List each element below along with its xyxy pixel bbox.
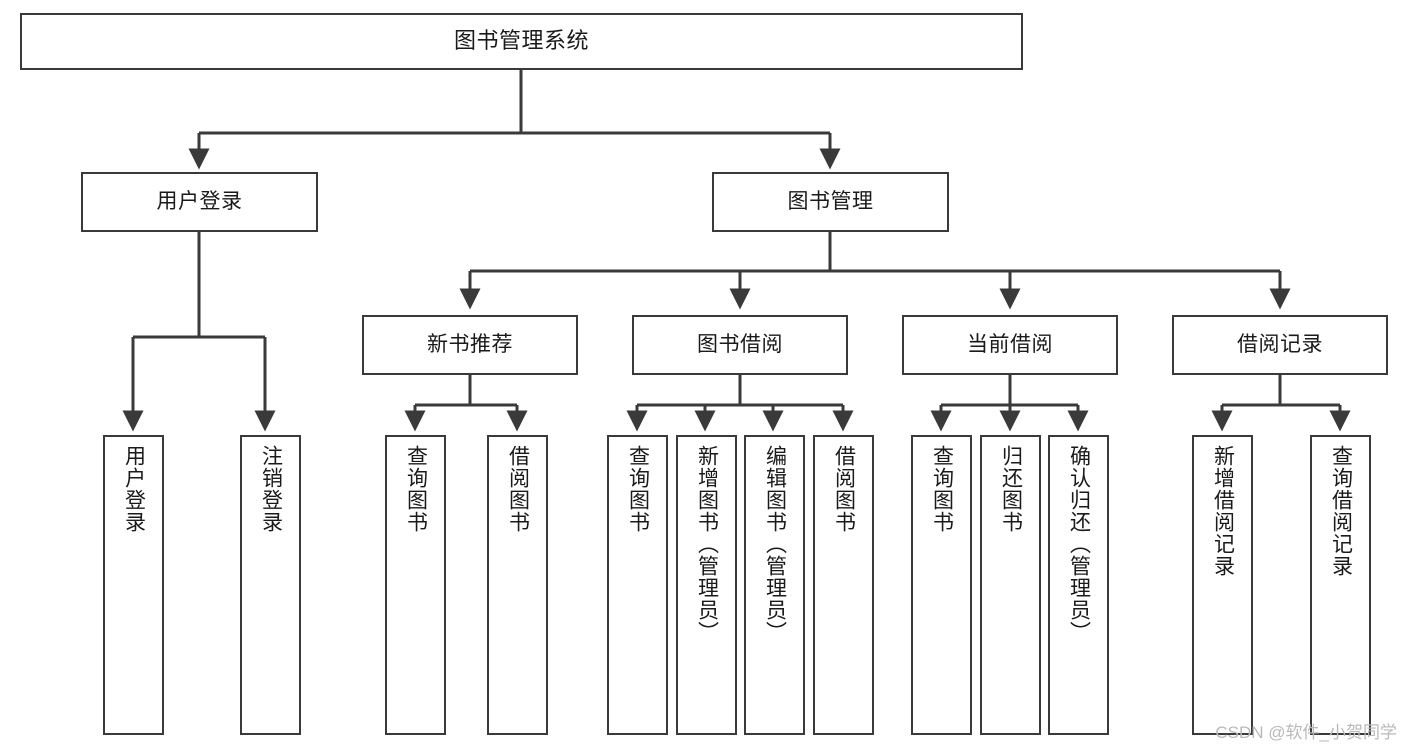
leaf-query-borrow-record[interactable]: 查询借阅记录 (1310, 435, 1371, 735)
node-root-book-management-system[interactable]: 图书管理系统 (20, 13, 1023, 70)
node-label: 当前借阅 (967, 333, 1053, 357)
node-label: 确认归还（管理员） (1067, 445, 1091, 643)
node-book-borrow[interactable]: 图书借阅 (632, 315, 848, 375)
node-current-borrow[interactable]: 当前借阅 (902, 315, 1118, 375)
node-label: 查询借阅记录 (1329, 445, 1353, 577)
leaf-borrow-book-borrow[interactable]: 借阅图书 (813, 435, 874, 735)
leaf-edit-book-admin[interactable]: 编辑图书（管理员） (744, 435, 805, 735)
node-label: 图书借阅 (697, 333, 783, 357)
node-label: 图书管理系统 (453, 28, 589, 54)
node-label: 借阅图书 (506, 445, 530, 533)
node-label: 图书管理 (787, 190, 874, 214)
node-label: 查询图书 (404, 445, 428, 533)
node-borrow-record[interactable]: 借阅记录 (1172, 315, 1388, 375)
leaf-add-book-admin[interactable]: 新增图书（管理员） (676, 435, 737, 735)
node-label: 借阅图书 (832, 445, 856, 533)
leaf-query-book-borrow[interactable]: 查询图书 (607, 435, 668, 735)
leaf-borrow-book-new-recommend[interactable]: 借阅图书 (487, 435, 548, 735)
node-label: 用户登录 (122, 445, 146, 533)
node-label: 借阅记录 (1237, 333, 1323, 357)
node-user-login[interactable]: 用户登录 (81, 172, 318, 232)
leaf-query-book-new-recommend[interactable]: 查询图书 (385, 435, 446, 735)
node-label: 归还图书 (999, 445, 1023, 533)
node-label: 注销登录 (259, 445, 283, 533)
leaf-return-book[interactable]: 归还图书 (980, 435, 1041, 735)
csdn-watermark: CSDN @软件_小贺同学 (1215, 723, 1397, 742)
leaf-user-login[interactable]: 用户登录 (103, 435, 164, 735)
node-label: 用户登录 (156, 190, 243, 214)
node-new-book-recommend[interactable]: 新书推荐 (362, 315, 578, 375)
node-book-management[interactable]: 图书管理 (712, 172, 949, 232)
leaf-confirm-return-admin[interactable]: 确认归还（管理员） (1048, 435, 1109, 735)
node-label: 新增借阅记录 (1211, 445, 1235, 577)
node-label: 查询图书 (930, 445, 954, 533)
leaf-add-borrow-record[interactable]: 新增借阅记录 (1192, 435, 1253, 735)
node-label: 编辑图书（管理员） (763, 445, 787, 643)
node-label: 新书推荐 (427, 333, 513, 357)
node-label: 新增图书（管理员） (695, 445, 719, 643)
node-label: 查询图书 (626, 445, 650, 533)
leaf-logout-login[interactable]: 注销登录 (240, 435, 301, 735)
leaf-query-book-current[interactable]: 查询图书 (911, 435, 972, 735)
